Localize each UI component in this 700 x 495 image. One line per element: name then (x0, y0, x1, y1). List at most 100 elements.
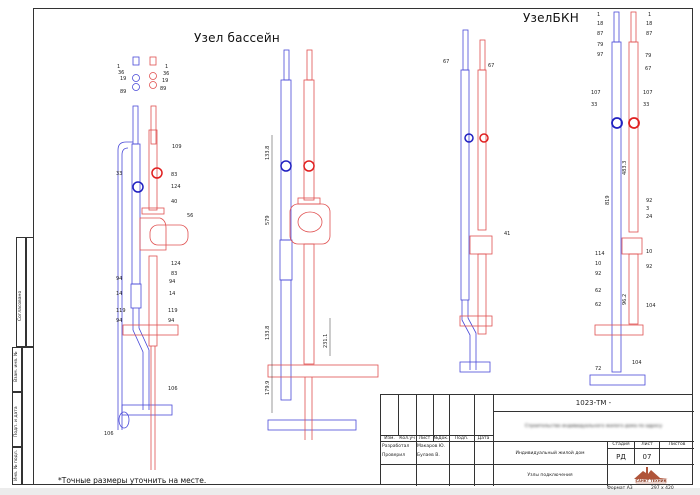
label: 19 (120, 76, 126, 82)
label: 94 (168, 318, 174, 324)
label: 107 (591, 90, 601, 96)
agreed-cell (16, 237, 26, 347)
building-logo-icon (634, 467, 668, 484)
inv-original-label: Инв. № подл. (14, 449, 19, 481)
bkn-hot-valve-icon (479, 133, 489, 143)
object-name: Индивидуальный жилой дом (515, 450, 585, 456)
pool-node-title: Узел бассейн (194, 31, 280, 45)
sheet-name: Узлы подключения (527, 473, 573, 478)
label: 33 (643, 102, 649, 108)
label: 83 (171, 172, 177, 178)
checker-name: Булаев В. (417, 453, 440, 458)
label: 14 (116, 291, 122, 297)
page-edge (0, 488, 700, 495)
label: 18 (646, 21, 652, 27)
label: 36 (118, 70, 124, 76)
pool-front-hot-valve-icon (303, 160, 315, 172)
label: 3 (646, 206, 649, 212)
dimension-label: 483.3 (622, 161, 628, 175)
label: 87 (646, 31, 652, 37)
label: 1 (117, 64, 120, 70)
label: 19 (162, 78, 168, 84)
label: 89 (160, 86, 166, 92)
label: 106 (104, 431, 114, 437)
label: 119 (168, 308, 178, 314)
dimension-label: 231.1 (323, 334, 329, 348)
label: 1 (165, 64, 168, 70)
project-name-blurred: Строительство индивидуального жилого дом… (524, 424, 663, 429)
sheets-label: Листов (668, 442, 686, 447)
bkn-right-cold-valve-icon (611, 117, 623, 129)
label: 24 (646, 214, 652, 220)
label: 92 (646, 198, 652, 204)
label: 14 (169, 291, 175, 297)
label: 94 (169, 279, 175, 285)
pool-left-cold-line (117, 56, 173, 430)
dimension-label: 133.8 (265, 326, 271, 340)
bkn-labels: 67 67 41 1 18 87 79 97 107 33 114 10 92 … (443, 12, 656, 372)
bkn-left-hot-line (459, 39, 493, 335)
label: 114 (595, 251, 605, 257)
label: 1 (597, 12, 600, 18)
bkn-cold-valve-icon (464, 133, 474, 143)
bkn-node-title: УзелБКН (523, 11, 579, 25)
sheet-value: 07 (642, 452, 652, 461)
dimension-label: 819 (605, 195, 611, 205)
bkn-left-cold-line (459, 29, 491, 373)
label: 79 (645, 53, 651, 59)
label: 36 (163, 71, 169, 77)
label: 106 (168, 386, 178, 392)
sheets-value (660, 449, 694, 464)
label: 92 (646, 264, 652, 270)
pool-front-hot-line (267, 49, 379, 440)
label: 62 (595, 288, 601, 294)
label: 18 (597, 21, 603, 27)
pool-dimension-lines (271, 135, 331, 413)
label: 67 (443, 59, 449, 65)
inv-replaced-cell (12, 347, 22, 392)
label: 89 (120, 89, 126, 95)
label: 10 (646, 249, 652, 255)
label: 67 (645, 66, 651, 72)
footnote: *Точные размеры уточнить на месте. (58, 476, 207, 485)
format-label: Формат А3 (607, 486, 633, 491)
col-sign: Подп. (454, 435, 469, 441)
doc-code: 1023-ТМ - (575, 399, 612, 407)
title-block: 1023-ТМ - Строительство индивидуального … (380, 394, 694, 486)
pool-hot-valve-icon (151, 167, 163, 179)
label: 94 (116, 276, 122, 282)
inv-replaced-label: Взам. инв. № (14, 351, 19, 382)
developer-name: Макаров Ю. (417, 444, 446, 449)
label: 124 (171, 184, 181, 190)
label: 83 (171, 271, 177, 277)
label: 1 (648, 12, 651, 18)
dimension-label: 133.8 (265, 146, 271, 160)
dimension-label: 179.9 (265, 381, 271, 395)
label: 92 (595, 271, 601, 277)
sign-date-label: Подп. и дата (14, 406, 19, 437)
agreed-sign-cell (26, 237, 34, 347)
side-stamp: Согласовано Взам. инв. № Подп. и дата Ин… (8, 237, 34, 485)
col-doc: №Док. (433, 435, 449, 441)
bkn-right-hot-line (594, 11, 644, 336)
label: 107 (643, 90, 653, 96)
label: 124 (171, 261, 181, 267)
stamp-value-column (22, 347, 34, 485)
label: 104 (646, 303, 656, 309)
label: 33 (116, 171, 122, 177)
label: 87 (597, 31, 603, 37)
label: 97 (597, 52, 603, 58)
checker-role: Проверил (382, 453, 406, 458)
agreed-label: Согласовано (18, 290, 23, 321)
dimension-label: 96.2 (622, 294, 628, 305)
label: 94 (116, 318, 122, 324)
format-size: 297 х 420 (651, 486, 674, 491)
label: 33 (591, 102, 597, 108)
label: 79 (597, 42, 603, 48)
label: 119 (116, 308, 126, 314)
stage-label: Стадия (612, 442, 630, 447)
pool-left-hot-line (122, 56, 189, 470)
col-count: Кол.уч (399, 435, 415, 441)
pool-labels: 1 36 19 89 33 94 14 119 94 106 1 36 19 8… (104, 64, 329, 437)
